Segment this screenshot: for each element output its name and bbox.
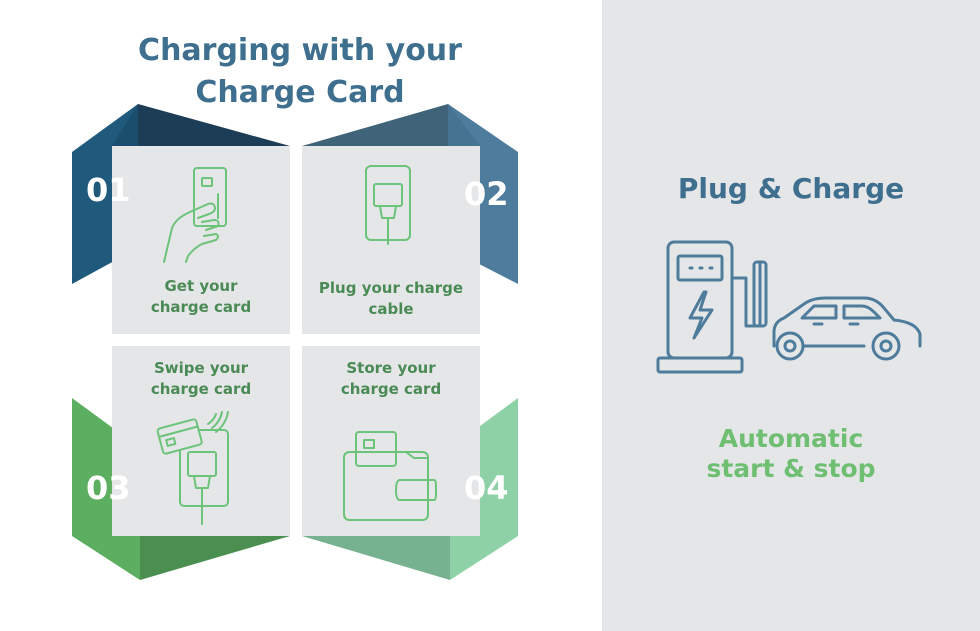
automatic-line: Automatic	[718, 424, 864, 453]
ribbon-03-bottom	[140, 536, 290, 580]
automatic-start-stop-text: Automatic start & stop	[602, 424, 980, 484]
step-label-02-line1: Plug your charge	[318, 279, 464, 297]
step-panel-01	[112, 146, 290, 334]
step-label-03: Swipe your charge card	[112, 358, 290, 400]
start-stop-line: start & stop	[706, 454, 876, 483]
wallet-icon	[343, 431, 437, 521]
step-number-02: 02	[464, 175, 509, 213]
step-number-03: 03	[86, 469, 131, 507]
left-section: Charging with your Charge Card 01 02 03 …	[72, 30, 520, 580]
hand-card-icon	[163, 167, 227, 263]
step-label-03-line2: charge card	[150, 380, 252, 398]
step-label-01-line2: charge card	[150, 298, 252, 316]
charging-station-car-icon	[656, 240, 922, 374]
step-number-04: 04	[464, 469, 509, 507]
plug-icon	[365, 165, 411, 245]
step-label-04-line1: Store your	[346, 359, 436, 377]
step-number-01: 01	[86, 171, 131, 209]
right-section: Plug & Charge Automatic start & stop	[602, 0, 980, 631]
step-label-04: Store your charge card	[302, 358, 480, 400]
title-line-2: Charge Card	[195, 75, 405, 110]
step-panel-04	[302, 346, 480, 536]
ribbon-02-top	[302, 104, 478, 146]
ribbon-shapes	[72, 104, 518, 580]
step-label-02-line2: cable	[368, 300, 414, 318]
ribbon-01-top	[112, 104, 290, 146]
ribbon-04-bottom	[302, 536, 450, 580]
step-label-03-line1: Swipe your	[153, 359, 249, 377]
step-label-02: Plug your charge cable	[302, 278, 480, 320]
card-tap-charger-icon	[156, 411, 229, 525]
plug-and-charge-title: Plug & Charge	[677, 172, 905, 205]
page-title: Charging with your Charge Card	[80, 30, 520, 114]
step-label-04-line2: charge card	[340, 380, 442, 398]
step-label-01: Get your charge card	[112, 276, 290, 318]
title-line-1: Charging with your	[138, 33, 462, 68]
step-label-01-line1: Get your	[164, 277, 238, 295]
